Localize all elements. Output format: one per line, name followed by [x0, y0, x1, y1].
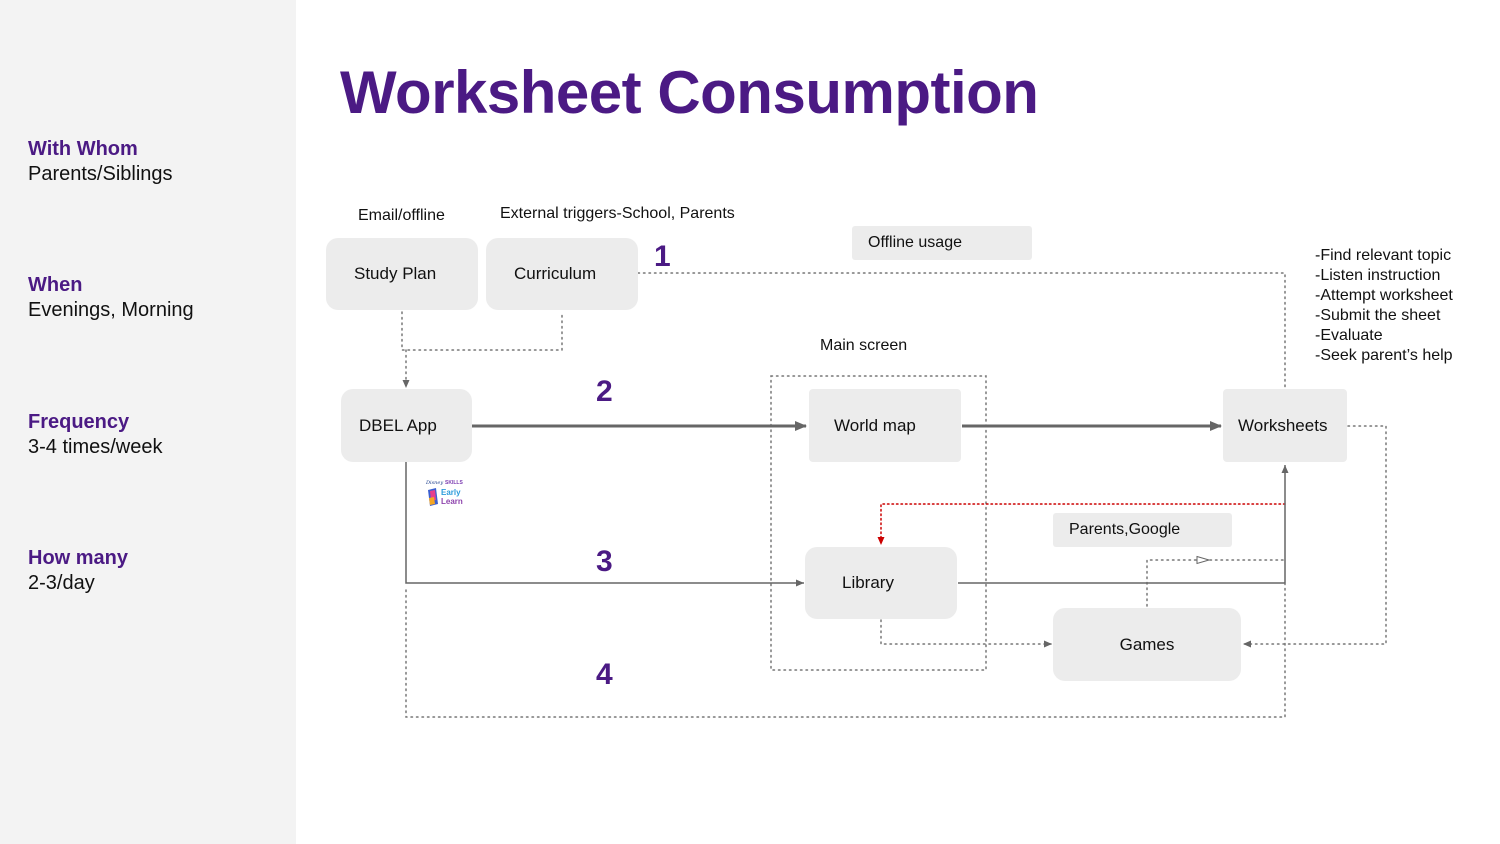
- node-label: Worksheets: [1238, 415, 1328, 435]
- svg-text:Learn: Learn: [441, 497, 463, 506]
- path-1-link: [637, 272, 1289, 401]
- link-worksheets-library: [877, 503, 1286, 546]
- node-games: Games: [1053, 608, 1241, 681]
- svg-text:SKILLS: SKILLS: [445, 480, 463, 486]
- link-library-worksheets: [958, 465, 1289, 584]
- sidebar-label: Frequency: [28, 411, 130, 433]
- sidebar-value: 3-4 times/week: [28, 436, 163, 458]
- worksheet-task-list: -Find relevant topic -Listen instruction…: [1315, 246, 1453, 366]
- node-worksheets: Worksheets: [1223, 389, 1347, 462]
- task-item: -Attempt worksheet: [1315, 287, 1453, 304]
- task-item: -Seek parent’s help: [1315, 347, 1453, 364]
- task-item: -Listen instruction: [1315, 267, 1441, 284]
- link-library-games: [880, 619, 1053, 648]
- path-number-2: 2: [596, 375, 613, 408]
- node-curriculum: Curriculum: [486, 238, 638, 310]
- early-learn-logo: Disney SKILLS Early Learn: [425, 480, 463, 506]
- path-4-link: [405, 583, 1286, 718]
- caption-external-triggers: External triggers-School, Parents: [500, 205, 735, 222]
- caption-email-offline: Email/offline: [358, 207, 445, 224]
- task-item: -Evaluate: [1315, 327, 1383, 344]
- caption-main-screen: Main screen: [820, 337, 908, 354]
- sidebar-label: With Whom: [28, 138, 138, 160]
- sidebar: With Whom Parents/Siblings When Evenings…: [0, 0, 296, 844]
- tag-offline-usage: Offline usage: [852, 226, 1032, 260]
- tag-parents-google: Parents,Google: [1053, 513, 1232, 547]
- node-world-map: World map: [809, 389, 961, 462]
- node-study-plan: Study Plan: [326, 238, 478, 310]
- sidebar-label: When: [28, 274, 83, 296]
- node-label: DBEL App: [359, 415, 437, 435]
- node-label: Library: [842, 573, 894, 592]
- path-3-arrow: [405, 462, 804, 587]
- svg-text:Early: Early: [441, 488, 461, 497]
- page-title: Worksheet Consumption: [340, 59, 1039, 126]
- path-number-1: 1: [654, 240, 671, 273]
- path-number-3: 3: [596, 545, 613, 578]
- sidebar-item-with-whom: With Whom Parents/Siblings: [28, 137, 173, 187]
- link-plan-curriculum: [401, 311, 563, 351]
- node-label: World map: [834, 415, 916, 435]
- sidebar-item-frequency: Frequency 3-4 times/week: [28, 410, 163, 460]
- node-dbel-app: DBEL App: [341, 389, 472, 462]
- sidebar-item-when: When Evenings, Morning: [28, 273, 194, 323]
- sidebar-value: 2-3/day: [28, 572, 95, 594]
- sidebar-value: Evenings, Morning: [28, 299, 194, 321]
- svg-text:Disney: Disney: [425, 480, 443, 486]
- sidebar-value: Parents/Siblings: [28, 163, 173, 185]
- task-item: -Find relevant topic: [1315, 247, 1452, 264]
- node-label: Study Plan: [354, 264, 437, 283]
- main-screen-container: [770, 375, 987, 671]
- sidebar-label: How many: [28, 547, 129, 569]
- task-item: -Submit the sheet: [1315, 307, 1441, 324]
- link-games-parents: [1146, 560, 1211, 607]
- node-label: Curriculum: [514, 264, 597, 283]
- node-label: Games: [1119, 634, 1175, 654]
- path-number-4: 4: [596, 658, 613, 691]
- sidebar-item-how-many: How many 2-3/day: [28, 546, 128, 596]
- node-library: Library: [805, 547, 957, 619]
